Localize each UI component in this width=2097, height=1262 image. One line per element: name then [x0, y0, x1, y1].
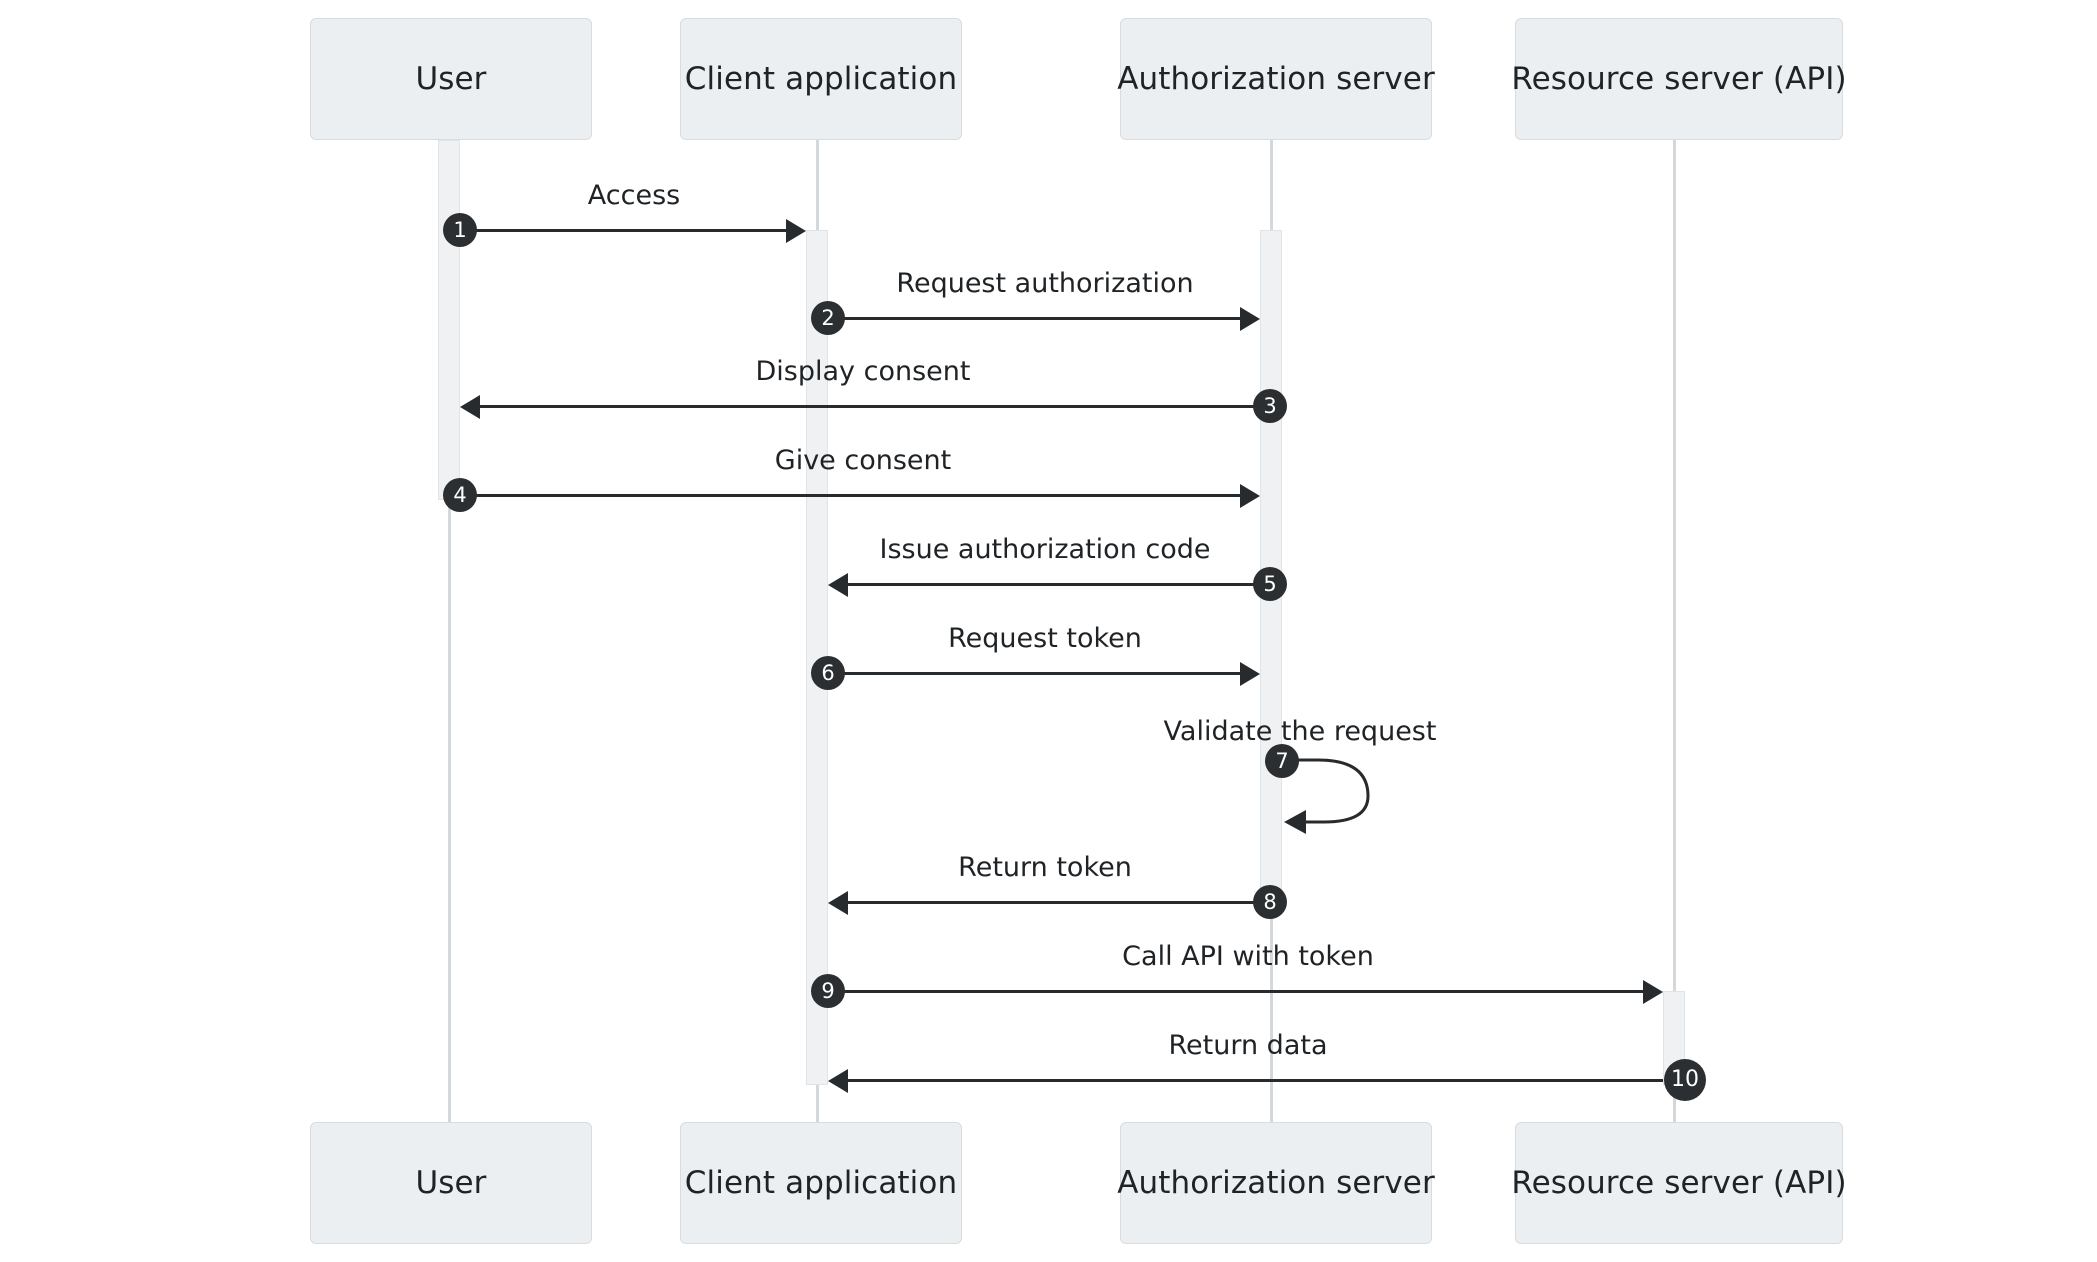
message-arrowhead-3	[460, 395, 480, 419]
participant-box-user-top[interactable]: User	[310, 18, 592, 140]
participant-box-resource-bottom[interactable]: Resource server (API)	[1511, 1122, 1847, 1244]
sequence-badge-4: 4	[443, 478, 477, 512]
message-label-1: Access	[587, 180, 681, 211]
message-line-9	[828, 990, 1647, 993]
message-label-10: Return data	[1168, 1030, 1328, 1061]
participant-label-resource-bottom: Resource server (API)	[1511, 1165, 1847, 1201]
message-arrowhead-1	[786, 219, 806, 243]
participant-box-authserver-top[interactable]: Authorization server	[1117, 18, 1435, 140]
sequence-badge-3: 3	[1253, 389, 1287, 423]
participant-box-user-bottom[interactable]: User	[310, 1122, 592, 1244]
participant-box-resource-top[interactable]: Resource server (API)	[1511, 18, 1847, 140]
message-line-1	[460, 229, 790, 232]
sequence-badge-1: 1	[443, 213, 477, 247]
message-line-5	[846, 583, 1260, 586]
sequence-badge-8: 8	[1253, 885, 1287, 919]
message-label-4: Give consent	[774, 445, 952, 476]
message-line-4	[460, 494, 1244, 497]
participant-box-client-top[interactable]: Client application	[680, 18, 962, 140]
message-line-6	[828, 672, 1244, 675]
self-loop-arrow-7	[1282, 758, 1370, 834]
participant-label-authserver-bottom: Authorization server	[1117, 1165, 1435, 1201]
message-arrowhead-10	[828, 1069, 848, 1093]
message-line-8	[846, 901, 1260, 904]
sequence-badge-6: 6	[811, 656, 845, 690]
message-arrowhead-8	[828, 891, 848, 915]
participant-label-client-bottom: Client application	[684, 1165, 958, 1201]
participant-label-user-top: User	[415, 61, 487, 97]
message-arrowhead-6	[1240, 662, 1260, 686]
activation-user	[438, 140, 460, 500]
message-arrowhead-5	[828, 573, 848, 597]
participant-box-authserver-bottom[interactable]: Authorization server	[1117, 1122, 1435, 1244]
participant-label-user-bottom: User	[415, 1165, 487, 1201]
lifeline-resource	[1673, 140, 1676, 1122]
participant-box-client-bottom[interactable]: Client application	[680, 1122, 962, 1244]
message-label-5: Issue authorization code	[879, 534, 1211, 565]
sequence-badge-2: 2	[811, 301, 845, 335]
message-label-3: Display consent	[755, 356, 971, 387]
participant-label-authserver-top: Authorization server	[1117, 61, 1435, 97]
message-line-2	[828, 317, 1244, 320]
lifeline-user	[448, 140, 451, 1122]
message-label-9: Call API with token	[1122, 941, 1374, 972]
message-arrowhead-9	[1643, 980, 1663, 1004]
sequence-badge-10: 10	[1664, 1059, 1706, 1101]
message-arrowhead-4	[1240, 484, 1260, 508]
message-label-2: Request authorization	[896, 268, 1194, 299]
message-label-6: Request token	[948, 623, 1142, 654]
participant-label-client-top: Client application	[684, 61, 958, 97]
message-line-3	[478, 405, 1260, 408]
message-arrowhead-2	[1240, 307, 1260, 331]
sequence-badge-7: 7	[1265, 744, 1299, 778]
message-line-10	[846, 1079, 1663, 1082]
participant-label-resource-top: Resource server (API)	[1511, 61, 1847, 97]
sequence-badge-9: 9	[811, 974, 845, 1008]
sequence-badge-5: 5	[1253, 567, 1287, 601]
message-label-7: Validate the request	[1163, 716, 1437, 747]
message-label-8: Return token	[958, 852, 1132, 883]
